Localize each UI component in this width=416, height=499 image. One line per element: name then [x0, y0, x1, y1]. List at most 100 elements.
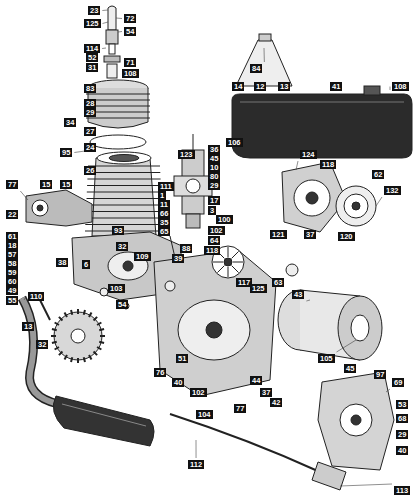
callout-number: 17 [208, 196, 220, 205]
callout-number: 57 [6, 250, 18, 259]
callout-number: 103 [108, 284, 125, 293]
callout-number: 84 [250, 64, 262, 73]
magneto-plate [282, 162, 346, 232]
callout-number: 45 [344, 364, 356, 373]
callout-number: 31 [86, 63, 98, 72]
callout-number: 32 [36, 340, 48, 349]
stroke [77, 309, 79, 314]
intake-manifold [26, 190, 92, 226]
callout-number: 45 [208, 154, 220, 163]
fuel-tank [232, 86, 412, 158]
callout-number: 49 [6, 286, 18, 295]
callout-number: 88 [180, 244, 192, 253]
stroke [86, 218, 163, 219]
callout-number: 76 [154, 368, 166, 377]
callout-number: 110 [28, 292, 44, 301]
callout-number: 40 [172, 378, 184, 387]
stroke [100, 335, 105, 337]
stroke [89, 313, 92, 317]
callout-number: 80 [208, 172, 220, 181]
callout-number: 71 [124, 58, 136, 67]
callout-number: 1 [158, 191, 166, 200]
callout-number: 22 [6, 210, 18, 219]
callout-number: 44 [250, 376, 262, 385]
stroke [86, 205, 162, 206]
callout-number: 36 [208, 145, 220, 154]
callout-number: 118 [320, 160, 336, 169]
callout-number: 51 [176, 354, 188, 363]
stroke [88, 166, 160, 167]
callout-number: 13 [278, 82, 290, 91]
stroke [376, 197, 382, 206]
callout-number: 118 [204, 246, 220, 255]
callout-number: 14 [232, 82, 244, 91]
callout-number: 123 [178, 150, 195, 159]
callout-number: 15 [60, 180, 72, 189]
stroke [77, 358, 79, 363]
stroke [59, 352, 63, 356]
stroke [196, 440, 197, 458]
stroke [52, 342, 57, 343]
callout-number: 3 [208, 206, 216, 215]
callout-number: 34 [64, 118, 76, 127]
callout-number: 83 [84, 84, 96, 93]
stroke [118, 31, 122, 33]
callout-number: 120 [338, 232, 355, 241]
callout-number: 77 [6, 180, 18, 189]
callout-number: 64 [208, 236, 220, 245]
stroke [99, 329, 104, 330]
callout-number: 65 [158, 227, 170, 236]
stroke [85, 224, 162, 225]
callout-number: 62 [372, 170, 384, 179]
callout-number: 42 [270, 398, 282, 407]
callout-number: 18 [6, 241, 18, 250]
callout-number: 125 [84, 19, 101, 28]
callout-number: 112 [188, 460, 204, 469]
exhaust-pipe [22, 298, 58, 404]
callout-number: 26 [84, 166, 96, 175]
stroke [228, 247, 229, 257]
stroke [213, 262, 223, 263]
stroke [99, 342, 104, 343]
callout-number: 37 [304, 230, 316, 239]
callout-number: 108 [122, 69, 139, 78]
stroke [264, 48, 265, 62]
callout-number: 27 [84, 127, 96, 136]
stroke [55, 347, 59, 350]
callout-number: 54 [116, 300, 128, 309]
stroke [24, 297, 26, 301]
stroke [306, 300, 310, 301]
callout-number: 53 [396, 400, 408, 409]
callout-number: 72 [124, 14, 136, 23]
callout-number: 97 [374, 370, 386, 379]
stroke [228, 267, 229, 277]
callout-number: 37 [260, 388, 272, 397]
callout-number: 54 [124, 27, 136, 36]
stroke [71, 310, 72, 315]
stroke [52, 329, 57, 330]
callout-number: 125 [250, 284, 267, 293]
stroke [87, 198, 162, 199]
callout-number: 95 [60, 148, 72, 157]
stroke [116, 18, 122, 20]
stroke [86, 118, 150, 119]
callout-number: 15 [40, 180, 52, 189]
callout-number: 102 [208, 226, 225, 235]
callout-number: 24 [84, 143, 96, 152]
callout-number: 102 [190, 388, 207, 397]
callout-number: 59 [6, 268, 18, 277]
callout-number: 121 [270, 230, 287, 239]
callout-number: 68 [396, 414, 408, 423]
stroke [71, 357, 72, 362]
stroke [88, 172, 161, 173]
stroke [86, 94, 150, 95]
callout-number: 38 [56, 258, 68, 267]
callout-number: 40 [396, 446, 408, 455]
carburettor [170, 134, 212, 262]
stroke [217, 266, 224, 273]
callout-number: 93 [112, 226, 124, 235]
stroke [94, 352, 98, 356]
muffler [53, 396, 154, 446]
stroke [340, 484, 392, 486]
stroke [337, 340, 356, 352]
